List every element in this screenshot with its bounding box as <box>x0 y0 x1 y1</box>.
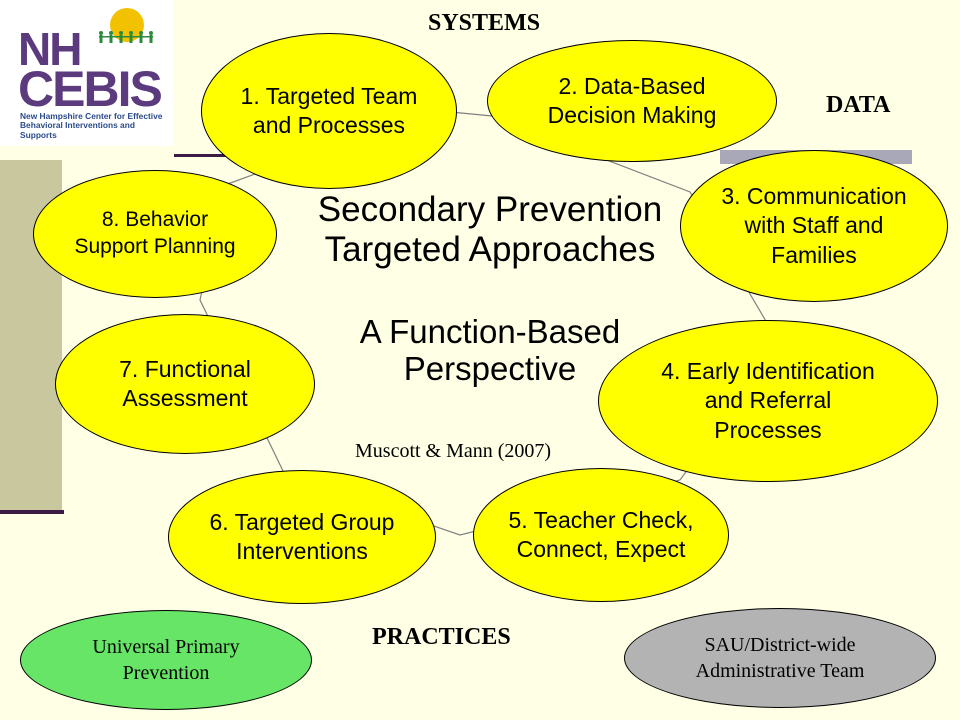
node-6-label: 6. Targeted Group Interventions <box>209 508 395 564</box>
legend-district-admin-team-label: SAU/District-wide Administrative Team <box>695 634 865 682</box>
left-accent-line <box>0 510 64 514</box>
node-4-label: 4. Early Identification and Referral Pro… <box>661 357 875 443</box>
legend-district-admin-team[interactable]: SAU/District-wide Administrative Team <box>624 608 936 708</box>
legend-universal-primary[interactable]: Universal Primary Prevention <box>20 610 312 710</box>
diagram-subtitle: A Function-Based Perspective <box>359 313 621 387</box>
node-7-functional-assessment[interactable]: 7. Functional Assessment <box>55 314 315 454</box>
top-accent-line <box>174 154 234 157</box>
node-4-early-identification[interactable]: 4. Early Identification and Referral Pro… <box>598 320 938 482</box>
diagram-title: Secondary Prevention Targeted Approaches <box>317 190 663 269</box>
logo-nh-text: NH <box>18 23 82 75</box>
node-2-label: 2. Data-Based Decision Making <box>547 72 717 128</box>
node-3-label: 3. Communication with Staff and Families <box>721 182 907 268</box>
node-3-communication[interactable]: 3. Communication with Staff and Families <box>680 150 948 302</box>
logo-subtitle: New Hampshire Center for Effective Behav… <box>20 111 163 140</box>
node-2-data-based-decision[interactable]: 2. Data-Based Decision Making <box>487 40 777 162</box>
node-1-label: 1. Targeted Team and Processes <box>240 82 418 138</box>
node-7-label: 7. Functional Assessment <box>119 355 251 411</box>
practices-label: PRACTICES <box>372 624 511 650</box>
node-1-targeted-team[interactable]: 1. Targeted Team and Processes <box>201 33 457 189</box>
node-8-label: 8. Behavior Support Planning <box>74 208 236 258</box>
legend-universal-primary-label: Universal Primary Prevention <box>92 636 240 684</box>
logo-cebis-text: CEBIS <box>18 61 163 117</box>
node-5-label: 5. Teacher Check, Connect, Expect <box>508 506 694 562</box>
nh-cebis-logo: NH CEBIS New Hampshire Center for Effect… <box>0 0 174 146</box>
citation: Muscott & Mann (2007) <box>355 440 552 462</box>
node-6-targeted-group[interactable]: 6. Targeted Group Interventions <box>168 470 436 604</box>
node-8-behavior-support[interactable]: 8. Behavior Support Planning <box>33 170 277 298</box>
data-label: DATA <box>826 92 891 118</box>
node-5-teacher-check[interactable]: 5. Teacher Check, Connect, Expect <box>473 468 729 602</box>
systems-label: SYSTEMS <box>428 10 541 36</box>
people-icon <box>99 31 153 43</box>
